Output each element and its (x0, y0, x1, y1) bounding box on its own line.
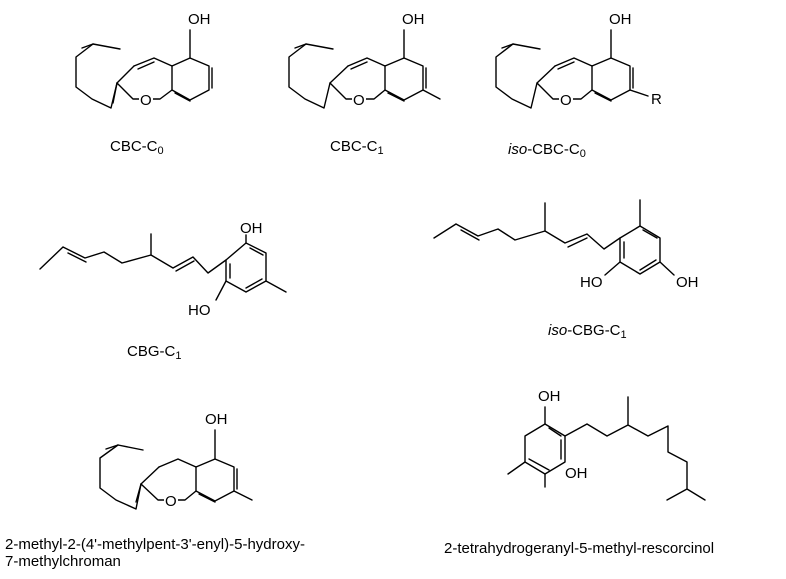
oh-label: OH (538, 388, 561, 405)
molecule-methylchroman: OH O (99, 411, 253, 510)
ring-oxygen-label: O (140, 92, 152, 109)
oh-label: OH (188, 11, 211, 28)
molecule-tetrahydrogeranyl-resorcinol: OH OH (507, 388, 706, 501)
caption-rescorcinol: 2-tetrahydrogeranyl-5-methyl-rescorcinol (444, 540, 715, 557)
caption-iso-cbc-c0: iso-CBC-C0 (508, 141, 586, 160)
oh-label: OH (565, 465, 588, 482)
molecule-cbg-c1: OH HO (39, 220, 287, 319)
ring-oxygen-label: O (165, 493, 177, 510)
molecule-iso-cbg-c1: HO OH (433, 199, 699, 291)
r-group-label: R (651, 91, 662, 108)
caption-methylchroman-line1: 2-methyl-2-(4'-methylpent-3'-enyl)-5-hyd… (5, 536, 305, 553)
caption-cbc-c0: CBC-C0 (110, 138, 164, 157)
ring-oxygen-label: O (353, 92, 365, 109)
caption-cbc-c1: CBC-C1 (330, 138, 384, 157)
oh-label: OH (205, 411, 228, 428)
oh-label: OH (676, 274, 699, 291)
oh-label: OH (402, 11, 425, 28)
ho-label: HO (188, 302, 211, 319)
molecule-cbc-c0: OH O (75, 11, 213, 109)
molecule-iso-cbc-c0: OH O R (495, 11, 662, 109)
ho-label: HO (580, 274, 603, 291)
caption-cbg-c1: CBG-C1 (127, 343, 182, 362)
molecule-cbc-c1: OH O (288, 11, 441, 109)
oh-label: OH (240, 220, 263, 237)
oh-label: OH (609, 11, 632, 28)
caption-methylchroman-line2: 7-methylchroman (5, 553, 121, 570)
ring-oxygen-label: O (560, 92, 572, 109)
caption-iso-cbg-c1: iso-CBG-C1 (548, 322, 627, 341)
